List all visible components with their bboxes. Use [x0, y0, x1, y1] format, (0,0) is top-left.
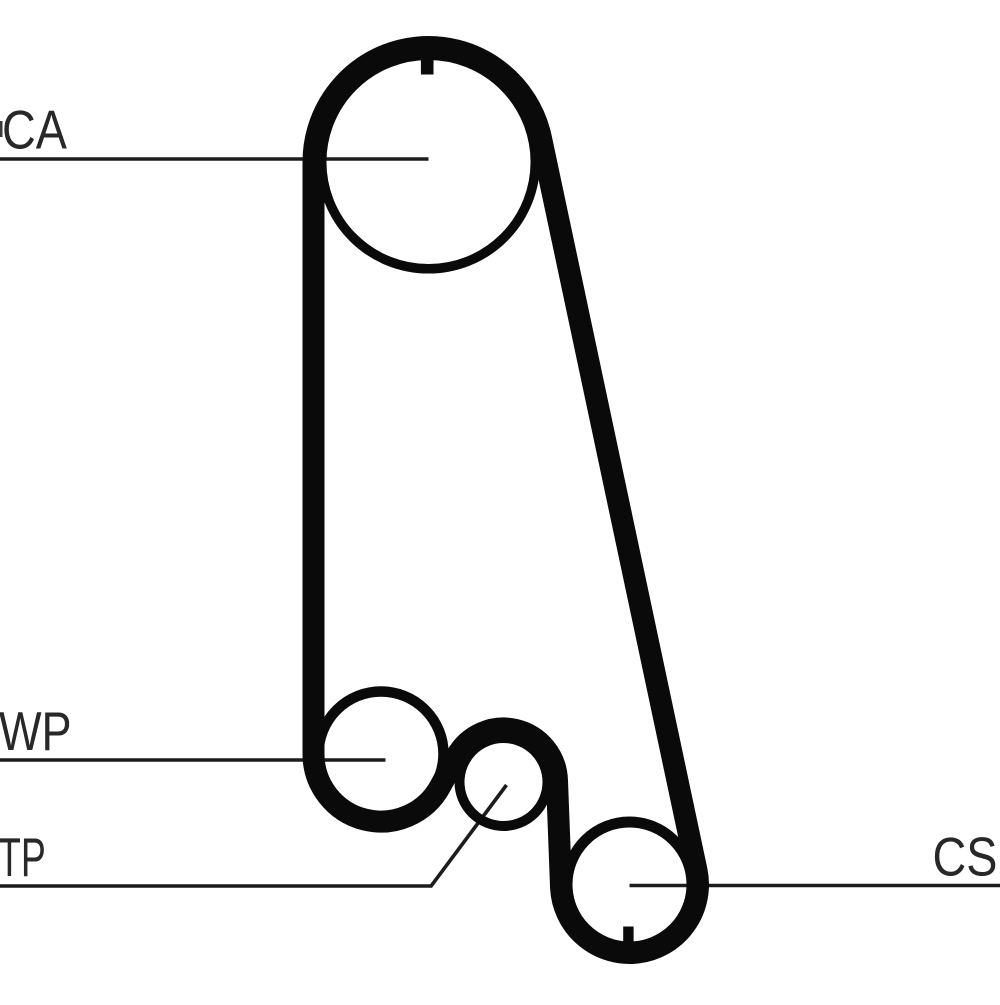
svg-text:WP: WP: [0, 700, 72, 762]
svg-text:TP: TP: [0, 826, 46, 888]
svg-text:CS: CS: [933, 826, 998, 887]
svg-text:CA: CA: [2, 99, 67, 160]
